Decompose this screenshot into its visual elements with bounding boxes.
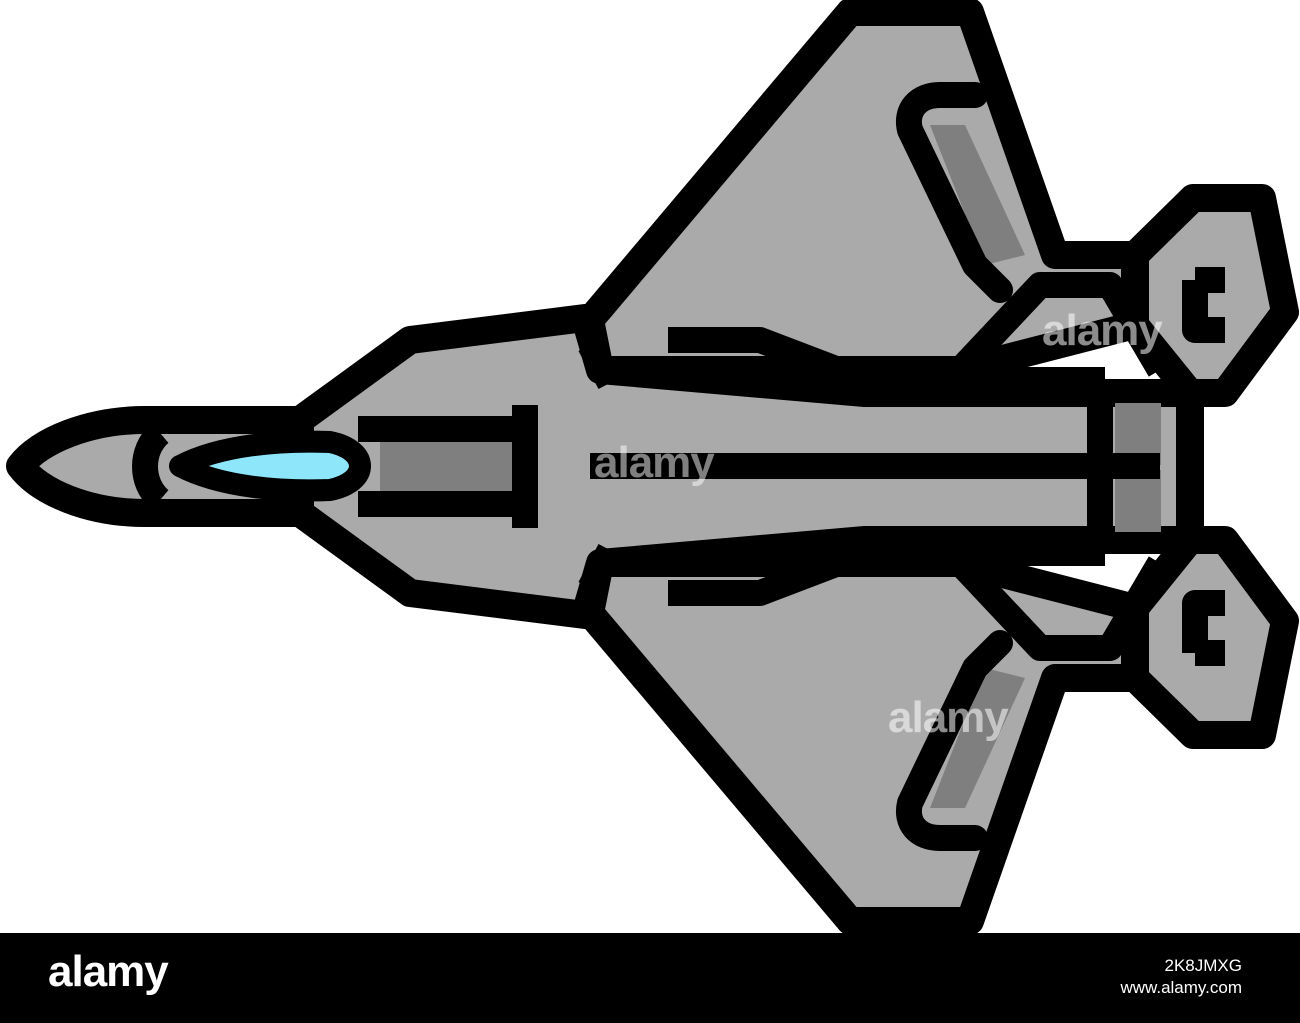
footer-brand-logo[interactable]: alamy — [48, 947, 169, 996]
bottom-wing — [576, 549, 1149, 933]
wing-root-notch-bottom — [578, 543, 622, 595]
bottom-tail-tick — [1182, 590, 1225, 666]
chine-line-top — [668, 327, 1105, 393]
bottom-tail-root — [950, 554, 1172, 661]
top-tail-tick — [1182, 267, 1225, 343]
engine-nozzle-bottom-shade — [1115, 470, 1161, 532]
bottom-flap-outline — [895, 630, 1013, 851]
site-url-link[interactable]: www.alamy.com — [1120, 978, 1242, 998]
image-id: 2K8JMXG — [1164, 956, 1242, 975]
fighter-jet-icon — [6, 0, 1299, 933]
chine-line-bottom — [668, 540, 1105, 606]
footer-meta: 2K8JMXG www.alamy.com — [1120, 955, 1242, 999]
footer-bar: alamy 2K8JMXG www.alamy.com — [0, 933, 1300, 1023]
illustration-canvas — [6, 0, 1299, 933]
nose-ring — [132, 423, 170, 510]
top-flap-outline — [895, 82, 1013, 303]
top-tail-root — [950, 272, 1172, 379]
bottom-flap-shade — [930, 668, 1025, 808]
wing-root-notch-top — [578, 338, 622, 390]
top-wing — [576, 0, 1149, 384]
canopy — [169, 430, 371, 502]
top-flap-shade — [930, 125, 1025, 265]
intake-shade — [380, 440, 525, 494]
